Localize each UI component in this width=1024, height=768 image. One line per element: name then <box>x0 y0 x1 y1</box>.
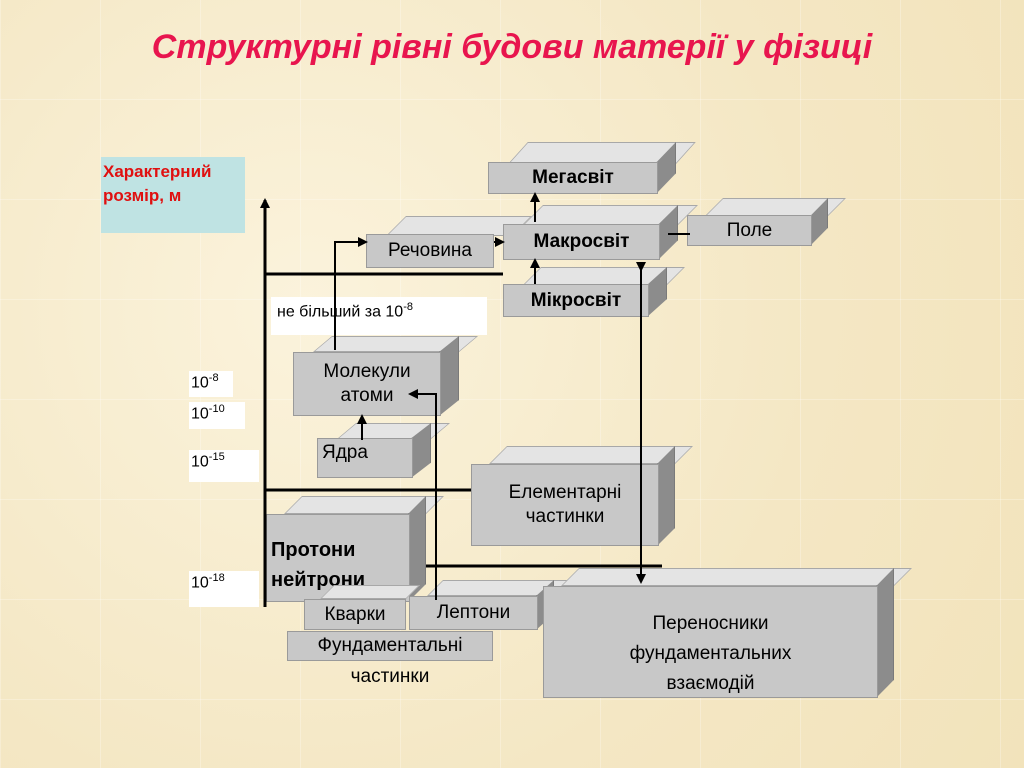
axis-label-line1: Характерний <box>103 162 212 181</box>
scale-base: 10 <box>191 453 209 471</box>
box-yadra-label: Ядра <box>317 438 413 478</box>
box-rechovyna-label: Речовина <box>366 234 494 268</box>
box-megasvit-label: Мегасвіт <box>488 162 658 194</box>
box-mikrosvit-label: Мікросвіт <box>503 284 649 317</box>
label-fundamentalni-line1: Фундаментальні <box>287 631 493 661</box>
box-molekuly-line1: Молекули <box>323 361 411 382</box>
box-molekuly-line2: атоми <box>340 385 394 406</box>
size-note: не більший за 10-8 <box>271 297 487 335</box>
box-leptony-label: Лептони <box>409 596 538 630</box>
box-makrosvit-label: Макросвіт <box>503 224 660 260</box>
box-kvarky-label: Кварки <box>304 599 406 630</box>
box-perenosnyky: Переносники фундаментальних взаємодій <box>543 568 912 698</box>
box-elementarni-line1: Елементарні <box>508 482 622 503</box>
scale-label-1e-18: 10-18 <box>189 571 259 607</box>
scale-label-1e-8: 10-8 <box>189 371 233 397</box>
axis-label: Характерний розмір, м <box>101 157 245 233</box>
size-note-text: не більший за 10 <box>277 303 404 321</box>
page-title: Структурні рівні будови матерії у фізиці <box>151 28 873 66</box>
scale-exponent: -10 <box>208 403 225 415</box>
box-perenosnyky-line2: фундаментальних <box>629 643 792 664</box>
axis-label-line2: розмір, м <box>103 186 182 205</box>
box-yadra: Ядра <box>317 423 451 478</box>
box-pole-label: Поле <box>687 215 812 246</box>
box-perenosnyky-line3: взаємодій <box>666 673 755 694</box>
scale-exponent: -8 <box>208 372 219 384</box>
size-note-exponent: -8 <box>403 301 413 313</box>
arrow-leptony-molekuly <box>408 389 437 600</box>
box-kvarky: Кварки <box>304 585 420 630</box>
box-perenosnyky-line1: Переносники <box>652 613 769 634</box>
box-elementarni: Елементарні частинки <box>471 446 693 546</box>
scale-label-1e-15: 10-15 <box>189 450 259 482</box>
box-protony: Протони нейтрони <box>266 496 444 602</box>
scale-exponent: -18 <box>208 572 225 584</box>
box-molekuly: Молекули атоми <box>293 336 479 416</box>
box-elementarni-line2: частинки <box>525 506 605 527</box>
scale-base: 10 <box>191 574 209 592</box>
arrow-molekuly-rechovyna <box>334 237 368 350</box>
scale-base: 10 <box>191 374 209 392</box>
box-makrosvit: Макросвіт <box>503 205 698 260</box>
scale-label-1e-10: 10-10 <box>189 402 245 429</box>
label-fundamentalni-line2: частинки <box>350 666 430 687</box>
scale-base: 10 <box>191 405 209 423</box>
box-rechovyna: Речовина <box>366 216 532 268</box>
box-pole: Поле <box>687 198 846 246</box>
box-mikrosvit: Мікросвіт <box>503 267 685 317</box>
box-protony-line1: Протони <box>271 539 356 561</box>
scale-exponent: -15 <box>208 451 225 463</box>
box-megasvit: Мегасвіт <box>488 142 696 194</box>
